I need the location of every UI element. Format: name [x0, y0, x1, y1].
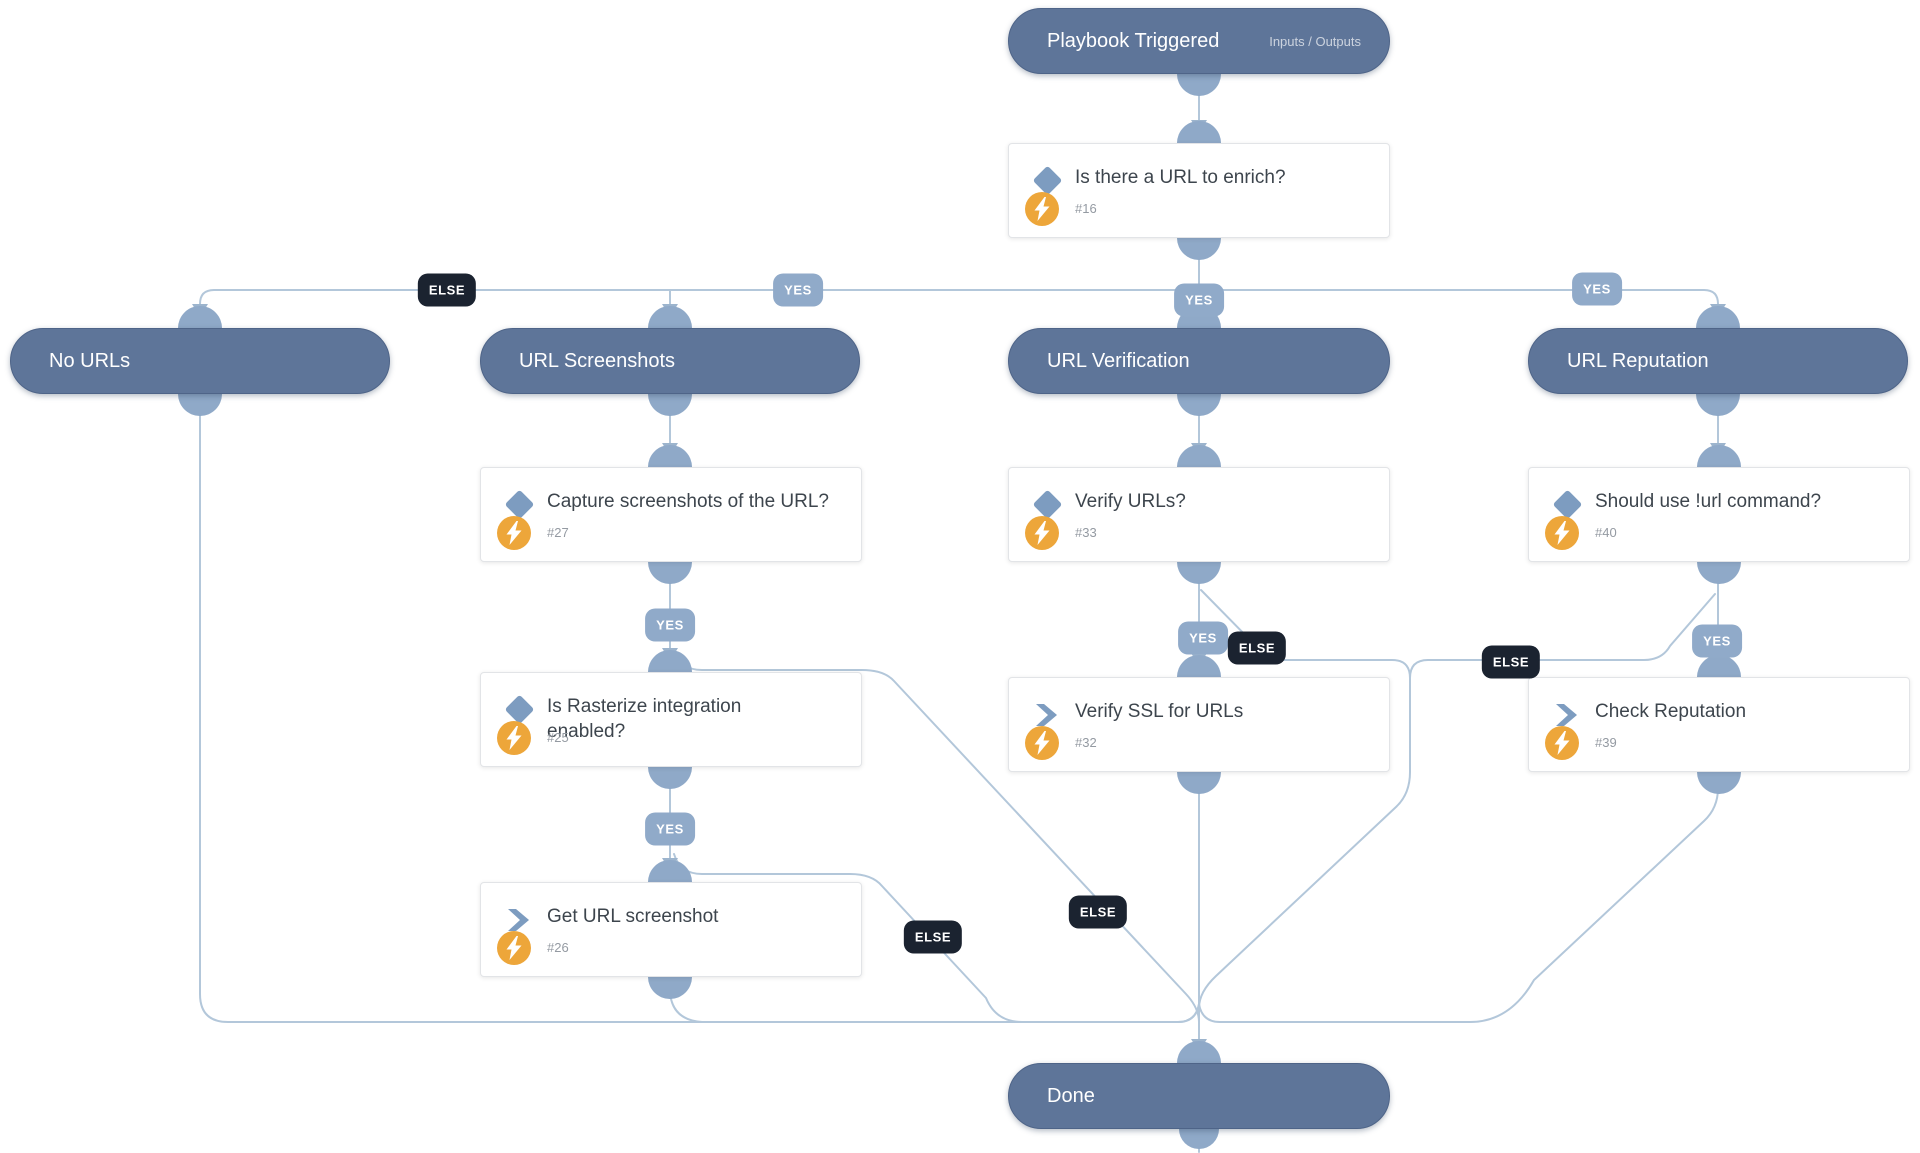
task-box-39[interactable]: Check Reputation #39: [1528, 677, 1910, 772]
task-box-40[interactable]: Should use !url command? #40: [1528, 467, 1910, 562]
task-box-25[interactable]: Is Rasterize integration enabled? #25: [480, 672, 862, 767]
task-title: Verify URLs?: [1075, 491, 1186, 512]
task-number: #26: [547, 940, 569, 955]
task-title: Get URL screenshot: [547, 906, 719, 927]
action-chevron-icon: [1556, 704, 1577, 726]
task-number: #27: [547, 525, 569, 540]
task-title: Is Rasterize integration enabled?: [547, 696, 742, 743]
task-title: Is there a URL to enrich?: [1075, 167, 1286, 188]
section-label: URL Reputation: [1567, 349, 1709, 372]
edge-label-yes: YES: [1572, 272, 1622, 306]
task-number: #40: [1595, 525, 1617, 540]
edge-label-yes: YES: [773, 273, 823, 307]
edge-label-else: ELSE: [417, 273, 477, 307]
section-node-url-verification[interactable]: URL Verification: [1008, 328, 1390, 394]
edge-label-yes: YES: [1174, 283, 1224, 317]
automation-bolt-icon: [1025, 516, 1059, 550]
edge-label-else: ELSE: [903, 920, 963, 954]
task-box-16[interactable]: Is there a URL to enrich? #16: [1008, 143, 1390, 238]
edge-label-yes: YES: [1692, 624, 1742, 658]
edge-label-else: ELSE: [1481, 645, 1541, 679]
task-box-33[interactable]: Verify URLs? #33: [1008, 467, 1390, 562]
section-node-url-reputation[interactable]: URL Reputation: [1528, 328, 1908, 394]
automation-bolt-icon: [497, 721, 531, 755]
task-number: #25: [547, 730, 569, 745]
edge-label-yes: YES: [645, 608, 695, 642]
task-title: Should use !url command?: [1595, 491, 1822, 512]
condition-icon: [1552, 489, 1583, 520]
edge-label-yes: YES: [645, 812, 695, 846]
condition-icon: [504, 694, 535, 725]
condition-icon: [1032, 165, 1063, 196]
task-box-32[interactable]: Verify SSL for URLs #32: [1008, 677, 1390, 772]
task-title: Capture screenshots of the URL?: [547, 491, 829, 512]
action-chevron-icon: [1036, 704, 1057, 726]
condition-icon: [504, 489, 535, 520]
task-title: Verify SSL for URLs: [1075, 701, 1244, 722]
start-node[interactable]: Playbook Triggered Inputs / Outputs: [1008, 8, 1390, 74]
task-number: #39: [1595, 735, 1617, 750]
edge-label-else: ELSE: [1068, 895, 1128, 929]
automation-bolt-icon: [1545, 516, 1579, 550]
section-label: URL Verification: [1047, 349, 1190, 372]
task-title: Check Reputation: [1595, 701, 1747, 722]
task-box-26[interactable]: Get URL screenshot #26: [480, 882, 862, 977]
section-label: URL Screenshots: [519, 349, 675, 372]
condition-icon: [1032, 489, 1063, 520]
section-node-url-screenshots[interactable]: URL Screenshots: [480, 328, 860, 394]
task-number: #16: [1075, 201, 1097, 216]
inputs-outputs-link[interactable]: Inputs / Outputs: [1269, 33, 1361, 49]
end-node-done[interactable]: Done: [1008, 1063, 1390, 1129]
action-chevron-icon: [508, 909, 529, 931]
start-node-label: Playbook Triggered: [1047, 29, 1220, 52]
task-number: #32: [1075, 735, 1097, 750]
automation-bolt-icon: [1025, 726, 1059, 760]
section-label: No URLs: [49, 349, 131, 372]
automation-bolt-icon: [1025, 192, 1059, 226]
task-number: #33: [1075, 525, 1097, 540]
automation-bolt-icon: [1545, 726, 1579, 760]
automation-bolt-icon: [497, 516, 531, 550]
edge-label-else: ELSE: [1227, 631, 1287, 665]
edge-label-yes: YES: [1178, 621, 1228, 655]
section-node-no-urls[interactable]: No URLs: [10, 328, 390, 394]
arrowhead-icons: [192, 120, 1726, 1052]
connector-dots: [178, 52, 1741, 1149]
end-node-label: Done: [1047, 1084, 1095, 1107]
task-box-27[interactable]: Capture screenshots of the URL? #27: [480, 467, 862, 562]
automation-bolt-icon: [497, 931, 531, 965]
